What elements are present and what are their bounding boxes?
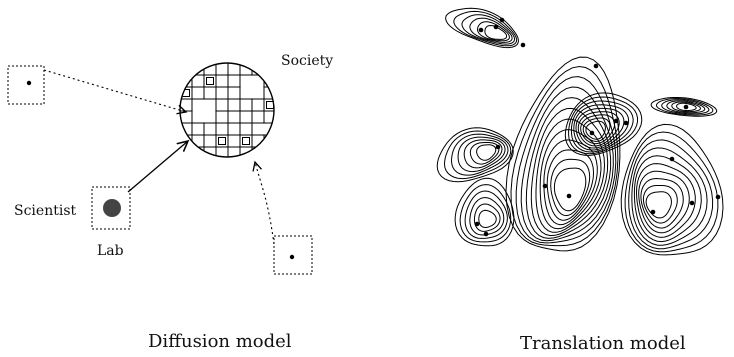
contour-dot (613, 118, 619, 124)
lab-box (91, 186, 131, 230)
diffusion-model-diagram (7, 62, 313, 275)
contour-dot (478, 27, 484, 33)
solid-arrow-scientist (127, 141, 188, 193)
dotted-arrow-bottom (255, 162, 275, 245)
contour-dot (683, 104, 689, 110)
society-circle (179, 62, 275, 158)
contour-dot (483, 231, 489, 237)
translation-model-diagram (436, 7, 724, 256)
contour-dot (493, 24, 499, 30)
contour-dot (689, 200, 695, 206)
contour-cluster-center (505, 56, 621, 252)
actor-box-top-left (7, 65, 45, 105)
contour-cluster-upper (564, 92, 643, 156)
actor-box-bottom-right (273, 235, 313, 275)
contour-dot (566, 193, 572, 199)
contour-dot (495, 144, 501, 150)
lab-label: Lab (97, 243, 124, 259)
contour-dot (623, 120, 629, 126)
contour-dot (715, 194, 721, 200)
contour-dot (499, 17, 505, 23)
diffusion-model-caption: Diffusion model (148, 331, 292, 352)
contour-dot (669, 156, 675, 162)
contour-cluster-left (436, 127, 514, 183)
contour-dot (542, 183, 548, 189)
contour-dot (474, 221, 480, 227)
scientist-label: Scientist (14, 203, 77, 219)
society-label: Society (281, 53, 334, 69)
contour-cluster-right-small (650, 97, 718, 117)
contour-dot (650, 209, 656, 215)
dotted-arrow-top (43, 69, 186, 112)
contour-cluster-right (620, 123, 724, 256)
contour-dot (520, 42, 526, 48)
contour-cluster-bottom-left (454, 177, 515, 247)
scientist-dot (103, 199, 121, 217)
contour-dot (593, 63, 599, 69)
contour-dot (589, 130, 595, 136)
translation-model-caption: Translation model (520, 333, 686, 354)
